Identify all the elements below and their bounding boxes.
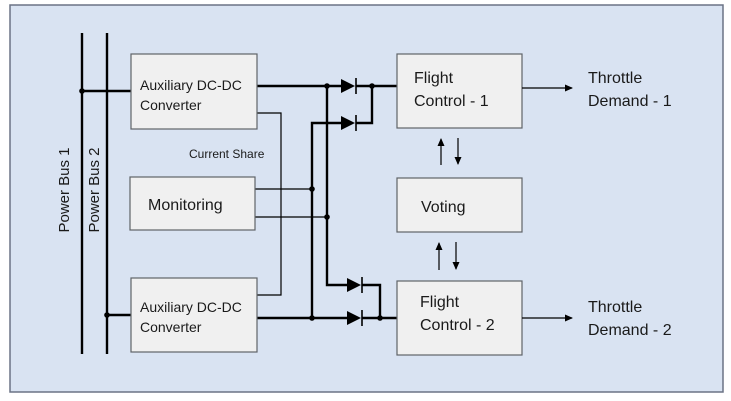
flight-control-1-label-2: Control - 1 — [414, 93, 489, 110]
flight-control-2-label-1: Flight — [420, 294, 460, 311]
converter-top-label-2: Converter — [140, 97, 202, 113]
top-rail-to-fc2-wire — [325, 86, 347, 287]
flight-control-1-label-1: Flight — [414, 70, 454, 87]
bottom-rail-to-fc1-wire — [310, 121, 341, 318]
throttle-demand-1-label-2: Demand - 1 — [588, 93, 672, 110]
diagram-background — [9, 4, 724, 393]
bus1-junction-dot — [79, 88, 85, 94]
diode-2-to-fc1-wire — [356, 86, 374, 125]
flight-control-2-label-2: Control - 2 — [420, 317, 495, 334]
current-share-label: Current Share — [189, 147, 265, 161]
fc1-input-junction-dot — [369, 83, 375, 89]
power-bus-1-label: Power Bus 1 — [56, 147, 73, 232]
bus2-junction-dot — [104, 312, 110, 318]
flight-control-1-box: Flight Control - 1 — [396, 53, 523, 129]
converter-bottom-label-1: Auxiliary DC-DC — [140, 299, 242, 315]
voting-box: Voting — [396, 177, 523, 233]
throttle-demand-2-label-2: Demand - 2 — [588, 322, 672, 339]
throttle-demand-2-label-1: Throttle — [588, 299, 642, 316]
diode-1-icon — [341, 79, 355, 93]
converter-top-box: Auxiliary DC-DC Converter — [130, 53, 258, 130]
monitoring-box: Monitoring — [129, 176, 256, 231]
voting-label: Voting — [421, 199, 465, 216]
flight-control-2-box: Flight Control - 2 — [396, 280, 523, 356]
throttle-demand-1-label-1: Throttle — [588, 70, 642, 87]
fc2-input-junction-dot — [377, 315, 383, 321]
diode-4-icon — [347, 311, 361, 325]
power-bus-2-label: Power Bus 2 — [86, 147, 103, 232]
current-share-wire — [257, 112, 282, 296]
converter-bottom-label-2: Converter — [140, 319, 202, 335]
diode-2-icon — [341, 116, 355, 130]
diode-3-icon — [347, 278, 361, 292]
diode-3-to-fc2-wire — [362, 283, 382, 318]
converter-bottom-box: Auxiliary DC-DC Converter — [130, 277, 258, 353]
converter-top-label-1: Auxiliary DC-DC — [140, 77, 242, 93]
monitoring-label: Monitoring — [148, 197, 223, 214]
